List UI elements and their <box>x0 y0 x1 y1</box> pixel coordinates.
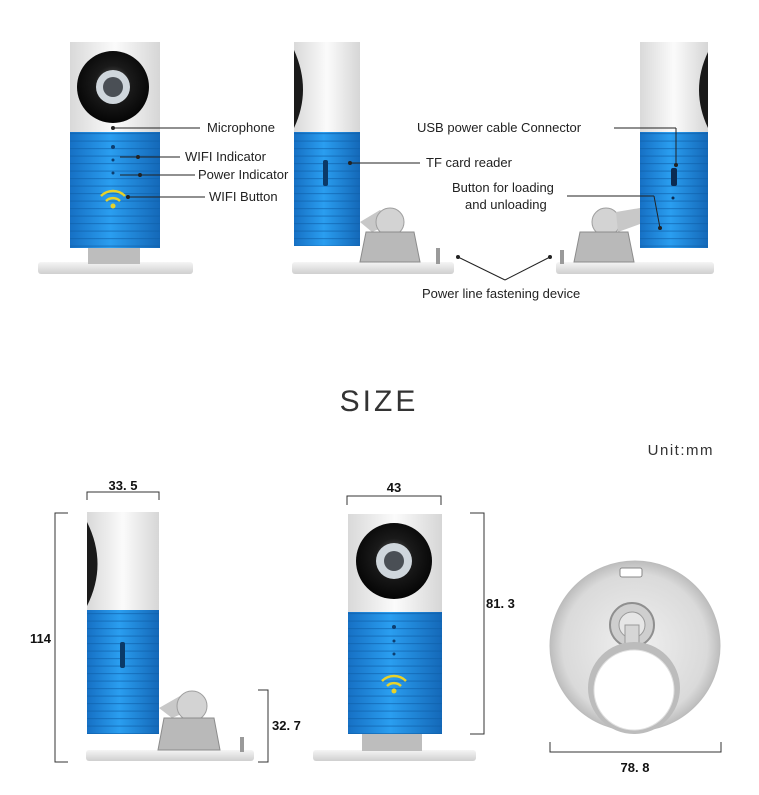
dim-width-front: 43 <box>387 480 401 495</box>
dim-width-side: 33. 5 <box>109 478 138 493</box>
label-wifi-button: WIFI Button <box>209 189 278 204</box>
base-plate <box>38 262 193 274</box>
wifi-icon <box>381 674 407 694</box>
label-button-loading-2: and unloading <box>465 197 547 212</box>
wifi-led <box>111 158 115 162</box>
side-view-dimensioned <box>86 512 254 761</box>
size-title: SIZE <box>340 385 419 418</box>
label-tf-card-reader: TF card reader <box>426 155 513 170</box>
wifi-icon <box>100 189 126 209</box>
back-view-top <box>556 42 714 274</box>
label-microphone: Microphone <box>207 120 275 135</box>
unit-label: Unit:mm <box>648 442 714 459</box>
dim-height-base: 32. 7 <box>272 718 301 733</box>
front-view-top <box>38 42 193 274</box>
base-top-view <box>549 560 721 734</box>
power-led <box>111 171 115 175</box>
lens-glass <box>103 77 123 97</box>
tf-card-slot <box>323 160 328 186</box>
power-line-clip <box>436 248 440 264</box>
label-power-line: Power line fastening device <box>422 286 580 301</box>
side-view-top <box>292 42 454 274</box>
label-wifi-indicator: WIFI Indicator <box>185 149 267 164</box>
label-button-loading-1: Button for loading <box>452 180 554 195</box>
dim-diameter-base: 78. 8 <box>621 760 650 775</box>
front-view-dimensioned <box>313 514 476 761</box>
label-power-indicator: Power Indicator <box>198 167 289 182</box>
dim-height-body: 81. 3 <box>486 596 515 611</box>
mount-knob <box>359 231 421 263</box>
microphone-hole <box>111 145 115 149</box>
usb-port <box>671 168 677 186</box>
camera-bottom-cap <box>593 649 675 731</box>
label-usb-connector: USB power cable Connector <box>417 120 582 135</box>
base-neck <box>88 246 140 264</box>
dim-height-total: 114 <box>30 631 52 646</box>
